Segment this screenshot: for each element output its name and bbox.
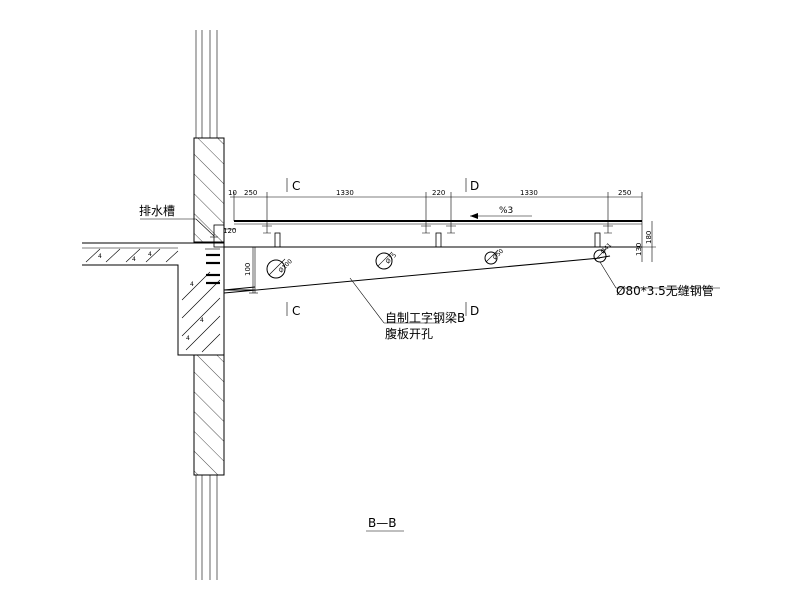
steel-beam: [223, 246, 642, 294]
section-markers: [286, 178, 467, 316]
dim-100: 100: [244, 263, 252, 276]
section-title: B—B: [368, 516, 396, 530]
dim-1330-right: 1330: [520, 189, 538, 197]
section-c-top: C: [292, 179, 300, 193]
dim-180: 180: [645, 231, 653, 244]
slope-label: %3: [499, 206, 513, 216]
beam-label-line2: 腹板开孔: [385, 327, 433, 341]
left-dimensions: [224, 228, 258, 294]
drain-channel-label: 排水槽: [139, 204, 175, 218]
purlin-clip: [421, 221, 456, 248]
wall: [193, 30, 225, 580]
svg-text:4: 4: [190, 281, 194, 288]
hole-label-41: Ø41: [599, 242, 613, 256]
hole-100: [266, 259, 286, 279]
concrete-slab: 4 4 4: [82, 242, 225, 356]
steel-pipe-label: Ø80*3.5无缝钢管: [616, 283, 714, 298]
section-d-bottom: D: [470, 304, 479, 318]
leader-lines: [140, 218, 720, 324]
right-dimensions: [638, 221, 656, 262]
web-holes: [266, 248, 607, 279]
top-dimension-line: [230, 192, 643, 221]
beam-label-line1: 自制工字钢梁B: [385, 310, 465, 325]
hole-75: [375, 252, 393, 270]
dim-120: 120: [223, 227, 236, 235]
concrete-column: 4 4 4: [181, 271, 221, 353]
dim-220: 220: [432, 189, 445, 197]
purlin-clips: [262, 221, 613, 248]
roof-panel: [234, 220, 642, 225]
hole-50: [484, 251, 498, 265]
slope-arrow: [470, 213, 532, 219]
section-d-top: D: [470, 179, 479, 193]
dim-250-left: 250: [244, 189, 257, 197]
svg-text:4: 4: [148, 251, 152, 258]
purlin-clip: [262, 221, 281, 248]
svg-text:4: 4: [186, 335, 190, 342]
hole-label-50: Ø50: [491, 248, 505, 262]
purlin-clip: [594, 221, 613, 248]
anchor-bolts: [206, 253, 220, 285]
dim-10: 10: [228, 189, 237, 197]
svg-text:4: 4: [200, 317, 204, 324]
svg-text:4: 4: [132, 256, 136, 263]
dim-1330-left: 1330: [336, 189, 354, 197]
section-c-bottom: C: [292, 304, 300, 318]
svg-text:4: 4: [98, 253, 102, 260]
dim-130: 130: [635, 243, 643, 256]
dim-250-right: 250: [618, 189, 631, 197]
